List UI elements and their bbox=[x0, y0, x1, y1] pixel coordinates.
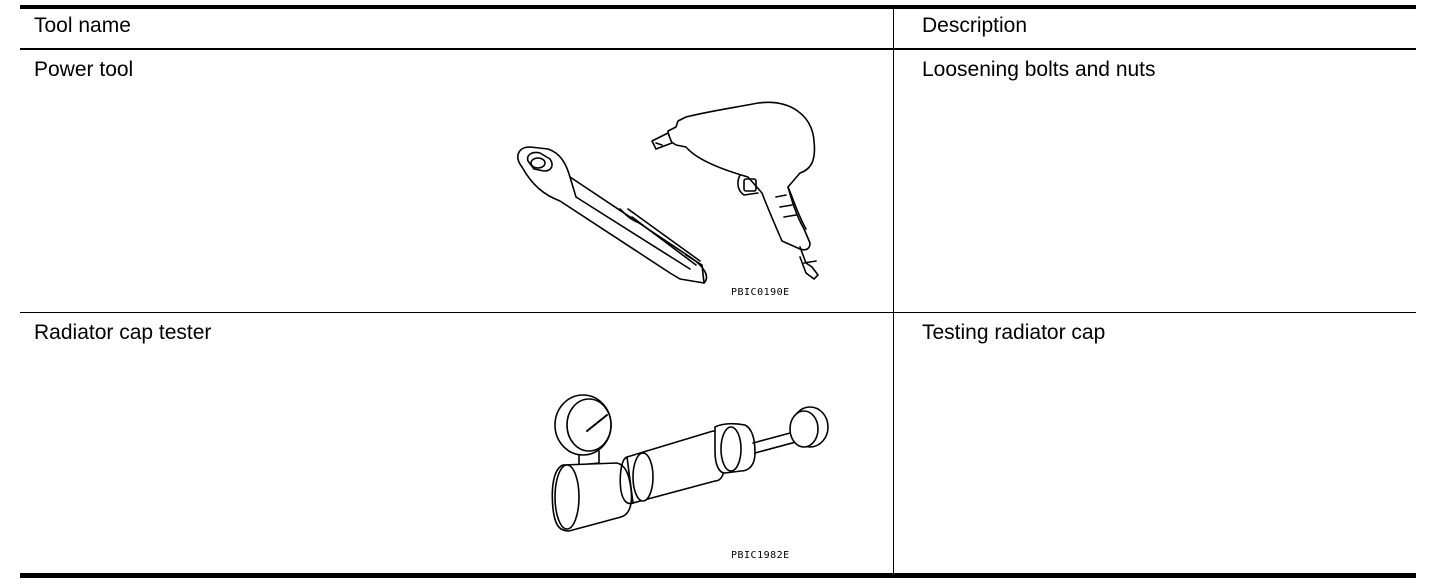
row-1-tool-name: Power tool bbox=[34, 58, 134, 81]
radiator-cap-tester-illustration bbox=[525, 385, 835, 567]
figure-code-1: PBIC0190E bbox=[731, 287, 790, 298]
impact-wrench-icon bbox=[651, 101, 819, 280]
column-divider bbox=[893, 8, 894, 574]
power-tool-illustration bbox=[500, 97, 830, 307]
row-1-description: Loosening bolts and nuts bbox=[922, 58, 1156, 81]
header-rule bbox=[20, 48, 1416, 50]
row-2-description: Testing radiator cap bbox=[922, 321, 1106, 344]
row-2-tool-name: Radiator cap tester bbox=[34, 321, 212, 344]
header-description: Description bbox=[922, 14, 1028, 37]
table-top-rule bbox=[20, 5, 1416, 9]
pressure-gauge-icon bbox=[554, 394, 612, 466]
table-bottom-rule bbox=[20, 573, 1416, 578]
air-ratchet-icon bbox=[517, 146, 708, 284]
row-divider bbox=[20, 312, 1416, 313]
figure-code-2: PBIC1982E bbox=[731, 550, 790, 561]
tool-table: Tool name Description Power tool Looseni… bbox=[20, 5, 1416, 580]
header-tool-name: Tool name bbox=[34, 14, 131, 37]
